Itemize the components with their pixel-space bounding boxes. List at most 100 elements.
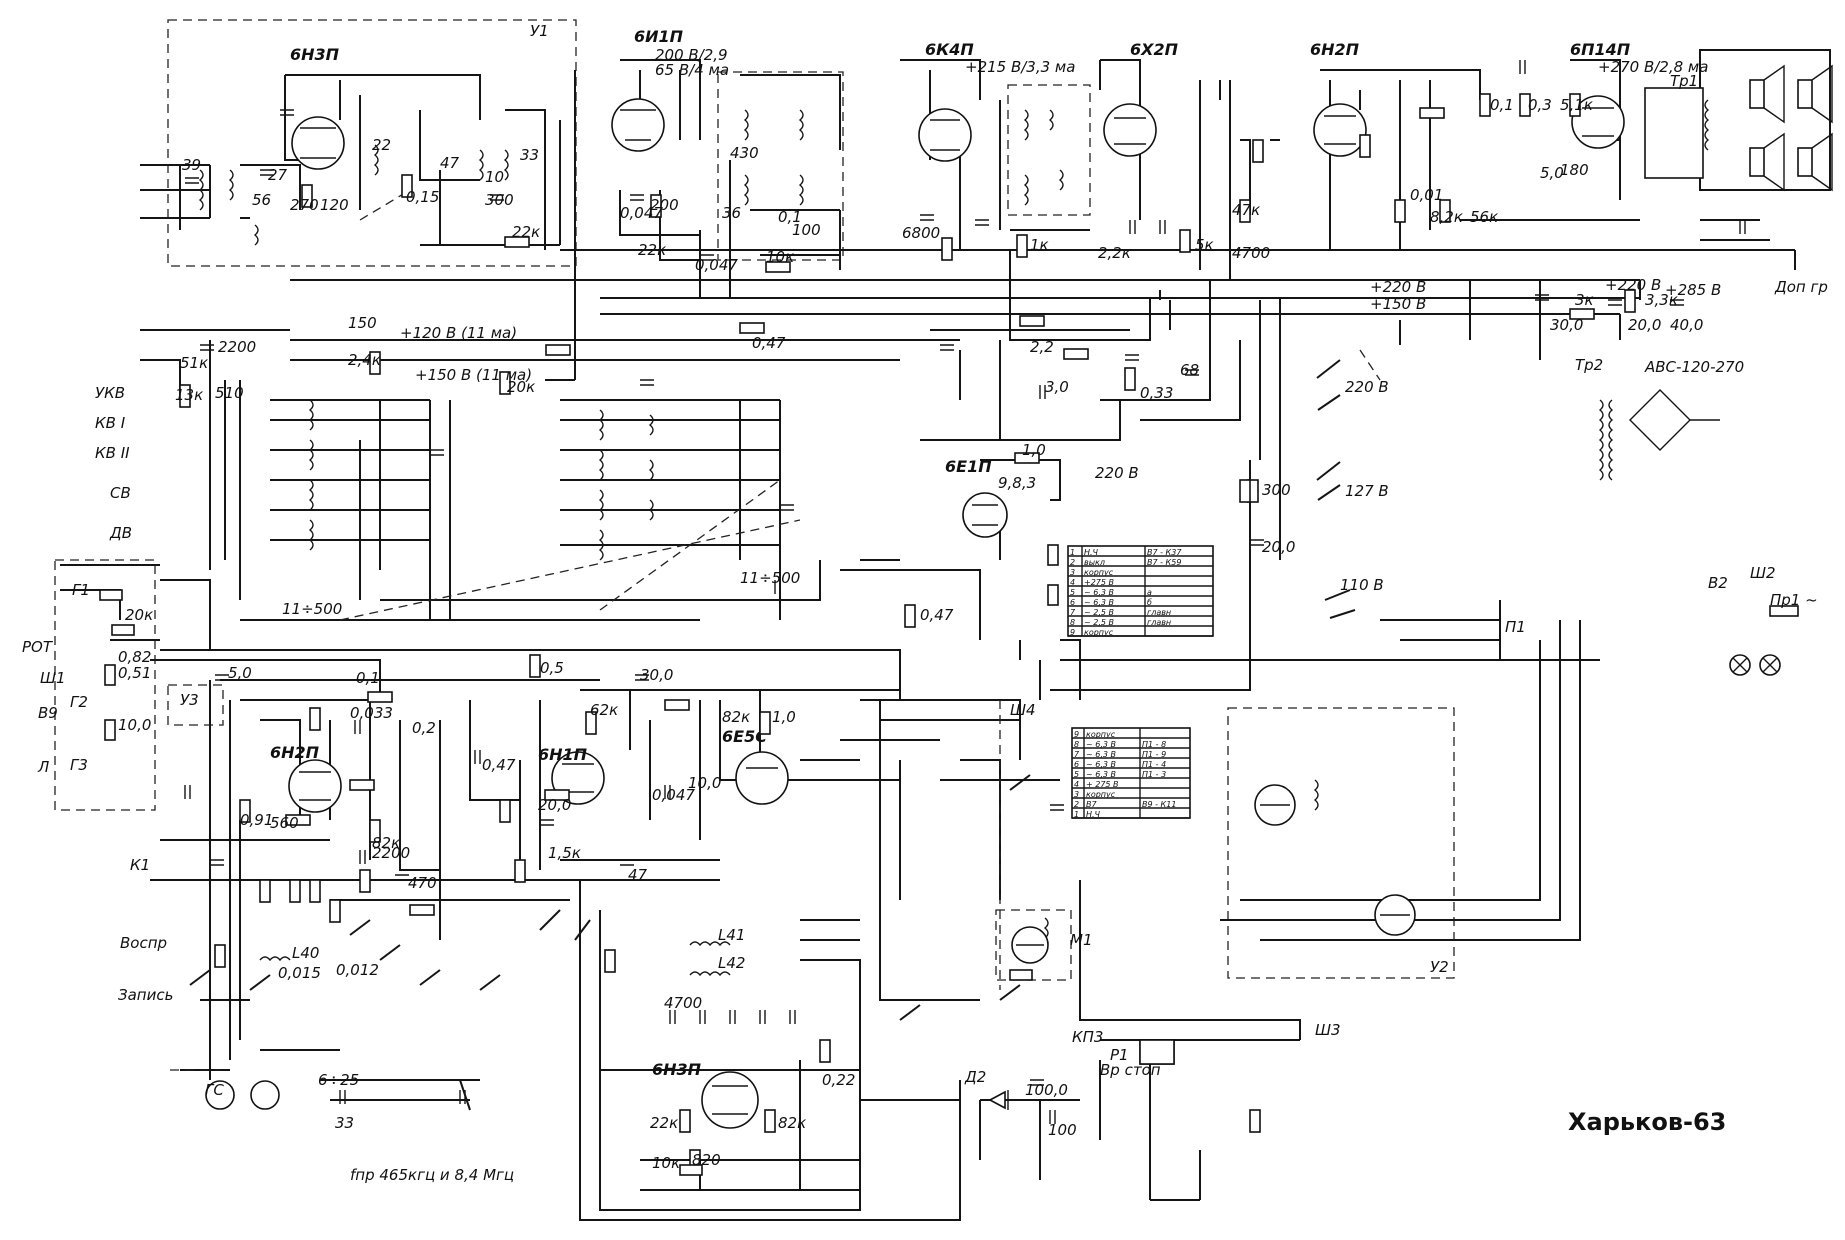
head-gs [205, 1080, 280, 1110]
tube-6i1p: 6И1П [611, 27, 684, 152]
svg-text:0,012: 0,012 [336, 961, 379, 979]
svg-text:470: 470 [408, 874, 437, 892]
plug-table-cell: 9 [1074, 730, 1079, 739]
plug-table-cell: П1 - 9 [1142, 750, 1166, 759]
svg-text:Ш2: Ш2 [1750, 564, 1776, 582]
peripherals [205, 64, 1833, 1110]
svg-text:110 В: 110 В [1340, 576, 1384, 594]
plug-table-cell: ~ 6,3 В [1086, 740, 1116, 749]
mains-table-cell: 3 [1070, 568, 1075, 577]
svg-text:+215 В/3,3 ма: +215 В/3,3 ма [965, 58, 1075, 76]
rectifier-bridge [1629, 389, 1720, 451]
svg-text:65 В/4 ма: 65 В/4 ма [655, 61, 729, 79]
svg-text:6÷25: 6÷25 [318, 1071, 359, 1089]
tube-6p14p: 6П14П [1570, 40, 1631, 149]
top-wiring [140, 49, 1831, 381]
motor-m1 [1011, 926, 1049, 964]
svg-text:5к: 5к [1195, 236, 1214, 254]
svg-text:Запись: Запись [118, 986, 173, 1004]
diode-d2 [988, 1090, 1009, 1110]
svg-text:127 В: 127 В [1345, 482, 1389, 500]
svg-text:100: 100 [1048, 1121, 1077, 1139]
mains-table-cell: главн [1147, 608, 1171, 617]
mains-table-cell: б [1147, 598, 1152, 607]
svg-text:56: 56 [252, 191, 271, 209]
svg-text:+270 В/2,8 ма: +270 В/2,8 ма [1598, 58, 1708, 76]
svg-text:0,47: 0,47 [920, 606, 954, 624]
svg-text:0,1: 0,1 [356, 669, 380, 687]
svg-text:2,2: 2,2 [1030, 338, 1054, 356]
svg-text:270: 270 [290, 196, 319, 214]
plug-table-cell: корпус [1086, 790, 1116, 799]
mains-table-cell: главн [1147, 618, 1171, 627]
svg-text:47: 47 [440, 154, 460, 172]
svg-text:3,3к: 3,3к [1645, 291, 1678, 309]
plug-table-cell: П1 - 8 [1142, 740, 1166, 749]
svg-text:6Е5С: 6Е5С [722, 727, 767, 746]
svg-text:0,01: 0,01 [1410, 186, 1443, 204]
svg-text:6К4П: 6К4П [925, 40, 974, 59]
svg-text:47: 47 [628, 866, 648, 884]
speaker-3 [1749, 132, 1785, 192]
svg-text:20,0: 20,0 [1262, 538, 1295, 556]
svg-text:6П14П: 6П14П [1570, 40, 1631, 59]
mains-table-cell: 7 [1070, 608, 1076, 617]
capacitors [184, 60, 1746, 1124]
svg-text:Ш1: Ш1 [40, 669, 66, 687]
svg-text:11÷500: 11÷500 [282, 600, 342, 618]
svg-text:L41: L41 [718, 926, 745, 944]
svg-text:3,0: 3,0 [1045, 378, 1069, 396]
svg-text:5,0: 5,0 [1540, 164, 1564, 182]
svg-text:200 В/2,9: 200 В/2,9 [655, 46, 728, 64]
svg-text:20,0: 20,0 [538, 796, 571, 814]
svg-text:ГС: ГС [205, 1081, 224, 1099]
svg-text:510: 510 [215, 384, 244, 402]
plug-table-cell: 1 [1074, 810, 1079, 819]
svg-text:47к: 47к [1232, 201, 1260, 219]
svg-text:Тр1: Тр1 [1670, 72, 1698, 90]
mains-table-cell: 8 [1070, 618, 1075, 627]
mains-table-cell: 1 [1070, 548, 1075, 557]
svg-text:Пр1 ~: Пр1 ~ [1770, 591, 1818, 609]
svg-text:150: 150 [348, 314, 377, 332]
svg-text:36: 36 [722, 204, 741, 222]
svg-text:Г2: Г2 [70, 693, 88, 711]
plug-table-cell: ~ 6,3 В [1086, 760, 1116, 769]
svg-text:0,047: 0,047 [652, 786, 695, 804]
band-label-kv2: КВ II [95, 444, 130, 462]
mains-table-cell: 2 [1070, 558, 1075, 567]
band-label-kv1: КВ I [95, 414, 126, 432]
svg-text:L42: L42 [718, 954, 745, 972]
svg-text:+150 В (11 ма): +150 В (11 ма) [415, 366, 532, 384]
mains-table-cell: выкл [1084, 558, 1105, 567]
block-u2-label: У2 [1430, 958, 1449, 976]
svg-text:+150 В: +150 В [1370, 295, 1426, 313]
svg-text:6Н3П: 6Н3П [290, 45, 340, 64]
svg-text:В2: В2 [1708, 574, 1728, 592]
mains-table-cell: 5 [1070, 588, 1075, 597]
svg-text:Г1: Г1 [72, 581, 90, 599]
tube-6kh2p: 6Х2П [1103, 40, 1179, 157]
svg-text:6И1П: 6И1П [634, 27, 684, 46]
svg-text:0,2: 0,2 [412, 719, 436, 737]
resistors [99, 93, 1636, 1176]
svg-text:+220 В: +220 В [1605, 276, 1661, 294]
plug-table-cell: Н.Ч [1086, 810, 1101, 819]
if-frequency-note: fпр 465кгц и 8,4 Мгц [350, 1166, 514, 1184]
svg-text:20к: 20к [125, 606, 153, 624]
mains-table-cell: Н.Ч [1084, 548, 1099, 557]
tube-6e5s: 6Е5С [722, 727, 789, 805]
plug-table-cell: 8 [1074, 740, 1079, 749]
relay-r1 [1139, 1039, 1175, 1065]
svg-text:1,0: 1,0 [1022, 441, 1046, 459]
tubes: 6Н3П 6И1П 6К4П 6Х2П 6Н2П 6П14П 6Е1П 6Н2П… [270, 27, 1631, 1129]
svg-text:0,047: 0,047 [620, 204, 663, 222]
mechanical-links [170, 189, 1381, 1071]
svg-text:6Н2П: 6Н2П [270, 743, 320, 762]
svg-text:10к: 10к [652, 1154, 680, 1172]
tube-6n2p-af: 6Н2П [1310, 40, 1367, 157]
svg-text:430: 430 [730, 144, 759, 162]
plug-table-cell: 2 [1074, 800, 1079, 809]
